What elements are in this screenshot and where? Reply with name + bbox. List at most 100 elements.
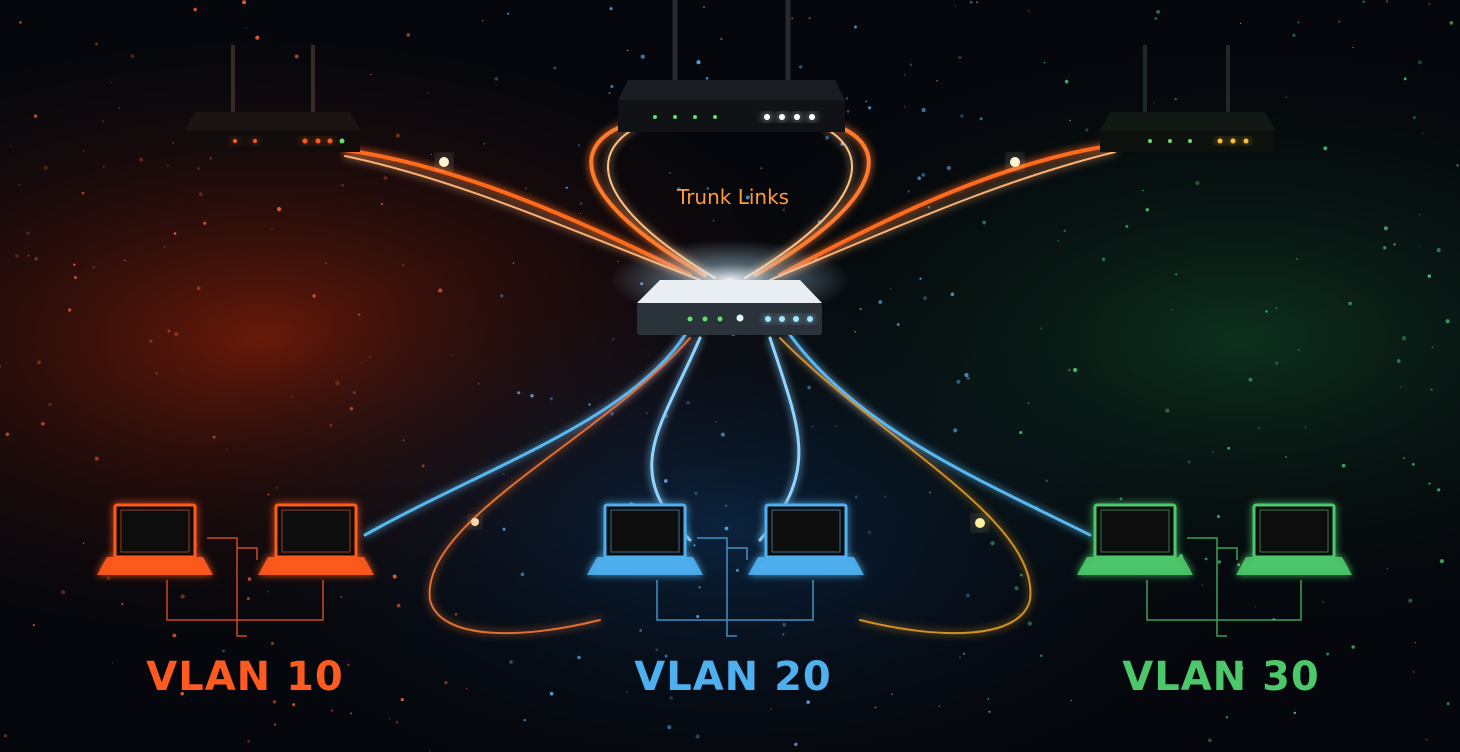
lan-wiring [166,537,324,637]
particle [1428,482,1431,485]
particle [477,383,480,385]
particle [1275,361,1279,365]
particle [203,221,207,225]
particle [406,33,411,37]
particle [1304,426,1307,429]
particle [1208,738,1212,743]
particle [646,412,648,414]
particle [197,167,200,170]
particle [1239,666,1244,671]
particle [946,165,952,171]
particle [1175,273,1177,276]
particle [806,700,810,704]
particle [349,407,354,411]
particle [639,629,643,632]
particle [720,38,723,41]
particle [507,12,510,15]
particle [1422,132,1424,135]
particle [226,449,228,451]
particle [1142,189,1144,192]
particle [1174,97,1177,101]
particle [720,432,726,437]
particle [698,586,701,589]
particle [124,259,126,262]
particle [724,526,729,531]
particle [846,110,850,113]
particle [1265,310,1268,313]
particle [173,232,177,235]
particle [963,652,966,655]
particle [94,456,99,461]
particle [352,390,356,395]
particle [1216,514,1221,519]
particle [907,190,911,193]
particle [277,207,282,212]
particle [483,143,486,145]
particle [549,397,553,401]
particle [1418,246,1421,248]
particle [494,77,498,81]
particle [167,164,169,167]
particle [1412,670,1415,673]
particle [329,423,333,427]
vlan-30-label: VLAN 30 [1122,654,1320,700]
particle [577,144,581,147]
particle [1428,3,1431,5]
particle [43,165,48,170]
particle [782,622,787,627]
particle [1323,146,1328,151]
particle [669,696,673,700]
particle [121,602,124,606]
particle [1063,229,1066,232]
particle [791,17,794,20]
particle [921,173,926,177]
particle [811,425,814,428]
particle [953,428,958,433]
particle [1027,621,1032,626]
particle [500,294,504,298]
particle [845,97,849,100]
particle [1393,243,1396,246]
particle [669,171,672,174]
vlan-10-label: VLAN 10 [146,654,344,700]
particle [430,153,433,156]
particle [891,693,893,695]
particle [1237,563,1241,567]
particle [193,7,197,12]
particle [361,362,363,364]
vlan-20-label: VLAN 20 [634,654,832,700]
particle [1338,20,1341,23]
particle [335,380,340,386]
particle [1027,402,1030,404]
particle [1227,446,1231,450]
particle [1027,10,1030,12]
particle [1125,224,1129,228]
particle [60,589,66,595]
particle [896,323,900,326]
particle [696,60,701,65]
particle [1257,427,1261,430]
particle [209,157,213,160]
particle [1057,239,1059,242]
particle [358,313,361,316]
trunk-links-label: Trunk Links [676,185,790,209]
particle [579,202,583,206]
particle [118,107,121,110]
particle [163,246,166,248]
particle [982,220,986,225]
particle [703,6,705,8]
particle [1201,584,1204,586]
particle [383,176,388,180]
particle [267,493,270,496]
particle [579,212,582,214]
particle [1449,21,1454,25]
particle [111,661,114,664]
particle [74,276,77,279]
particle [676,187,681,191]
particle [1456,164,1459,167]
particle [1187,460,1191,464]
particle [27,254,30,257]
particle [874,706,877,709]
particle [1019,430,1023,435]
